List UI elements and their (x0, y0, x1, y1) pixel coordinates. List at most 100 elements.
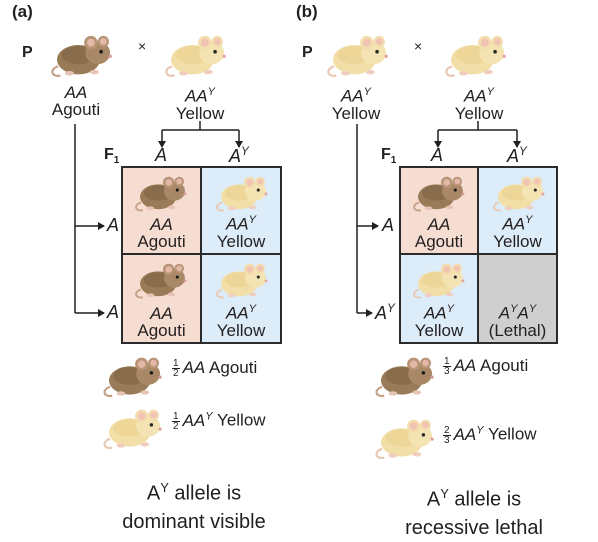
yellow-mouse-icon (160, 28, 234, 80)
parent-genotype: AA (463, 86, 487, 106)
allele-base: A (229, 146, 242, 166)
parent-phenotype: Yellow (175, 103, 225, 123)
fraction-denominator: 2 (173, 368, 179, 380)
cell-genotype-sup: Y (525, 214, 533, 227)
f1-generation-label: F1 (104, 146, 119, 166)
cell-genotype: AA (225, 304, 249, 323)
ratio-phenotype: Agouti (480, 356, 529, 375)
allele-sup: Y (519, 145, 527, 158)
agouti-mouse-icon (131, 170, 193, 214)
cross-symbol: × (138, 38, 147, 54)
yellow-mouse-icon (370, 412, 442, 462)
parent-phenotype: Yellow (331, 103, 381, 123)
punnett-cell: AAY Yellow (202, 168, 280, 255)
gamete-row-2: AY (375, 302, 395, 324)
caption-line-1: allele is (448, 488, 522, 511)
cell-genotype: A (517, 304, 529, 323)
yellow-mouse-icon (212, 170, 274, 214)
caption-allele-sup: Y (440, 486, 449, 501)
caption-allele: A (426, 488, 441, 511)
parent-genotype: AA (184, 86, 208, 106)
cell-genotype-sup: Y (248, 303, 257, 316)
parent-phenotype: Yellow (454, 103, 504, 123)
caption-allele: A (146, 482, 161, 505)
fraction-numerator: 1 (172, 410, 180, 422)
caption-line-2: dominant visible (122, 510, 266, 533)
allele-sup: Y (241, 145, 249, 158)
agouti-mouse-icon (370, 350, 442, 400)
cross-symbol: × (414, 38, 423, 54)
gamete-row-1: A (382, 215, 395, 235)
fraction-denominator: 3 (444, 366, 450, 378)
gamete-row-2: A (107, 302, 120, 322)
agouti-mouse-icon (98, 350, 170, 400)
ratio-phenotype: Yellow (488, 424, 537, 444)
parent-label-yellow: AAY Yellow (440, 84, 518, 122)
agouti-mouse-icon (409, 170, 471, 214)
caption-panel-a: AY allele is dominant visible (96, 474, 292, 536)
parent-genotype: AA (340, 86, 364, 106)
parent-label-yellow: AAY Yellow (318, 84, 394, 122)
cell-genotype-sup: Y (248, 214, 257, 227)
gamete-col-1: A (431, 145, 444, 165)
cell-genotype: AA (225, 215, 249, 234)
gamete-col-2: AY (229, 145, 249, 167)
ratio-phenotype: Yellow (217, 410, 266, 430)
parent-label-agouti: AA Agouti (40, 84, 112, 118)
yellow-mouse-icon (489, 170, 551, 214)
cell-phenotype: Yellow (216, 232, 266, 251)
cell-genotype: AA (502, 215, 526, 234)
panel-b-tag: (b) (296, 2, 318, 21)
f1-subscript: 1 (113, 155, 120, 167)
ratio-genotype-sup: Y (205, 410, 213, 422)
yellow-mouse-icon (409, 257, 471, 301)
fraction-numerator: 1 (443, 356, 451, 368)
gamete-col-2: AY (507, 145, 527, 167)
allele-sup: Y (387, 302, 395, 315)
fraction-numerator: 2 (443, 424, 451, 436)
f1-letter: F (104, 146, 114, 163)
cell-phenotype: (Lethal) (488, 321, 547, 340)
f1-subscript: 1 (390, 155, 397, 167)
agouti-mouse-icon (46, 28, 120, 80)
cell-genotype: AA (150, 215, 173, 234)
gamete-col-1: A (155, 145, 168, 165)
cell-phenotype: Yellow (414, 321, 464, 340)
caption-line-2: recessive lethal (405, 516, 543, 539)
parent-label-yellow: AAY Yellow (160, 84, 240, 122)
parent-genotype: AA (64, 83, 88, 102)
cell-phenotype: Agouti (137, 232, 186, 251)
allele-base: A (375, 303, 388, 323)
ratio-genotype: AA (453, 424, 477, 444)
ratio-genotype-sup: Y (476, 424, 484, 436)
parent-phenotype: Agouti (51, 100, 101, 119)
cell-phenotype: Yellow (216, 321, 266, 340)
fraction-denominator: 2 (173, 420, 179, 432)
yellow-mouse-icon (440, 28, 514, 80)
caption-panel-b: AY allele is recessive lethal (376, 480, 572, 542)
allele-base: A (507, 146, 520, 166)
parent-genotype-sup: Y (207, 86, 216, 98)
cell-genotype: AA (150, 304, 173, 323)
ratio-genotype: AA (182, 410, 206, 430)
f1-letter: F (381, 146, 391, 163)
cell-genotype-sup: Y (528, 303, 537, 316)
punnett-cell-lethal: AYAY(Lethal) (479, 255, 556, 342)
p-generation-label: P (302, 44, 313, 61)
parent-genotype-sup: Y (363, 86, 372, 98)
caption-allele-sup: Y (160, 480, 169, 495)
cell-genotype-sup: Y (510, 303, 518, 316)
ratio-genotype: AA (453, 356, 477, 375)
fraction-numerator: 1 (172, 358, 180, 370)
agouti-mouse-icon (131, 257, 193, 301)
cell-phenotype: Agouti (414, 232, 464, 251)
ratio-genotype: AA (182, 358, 206, 377)
